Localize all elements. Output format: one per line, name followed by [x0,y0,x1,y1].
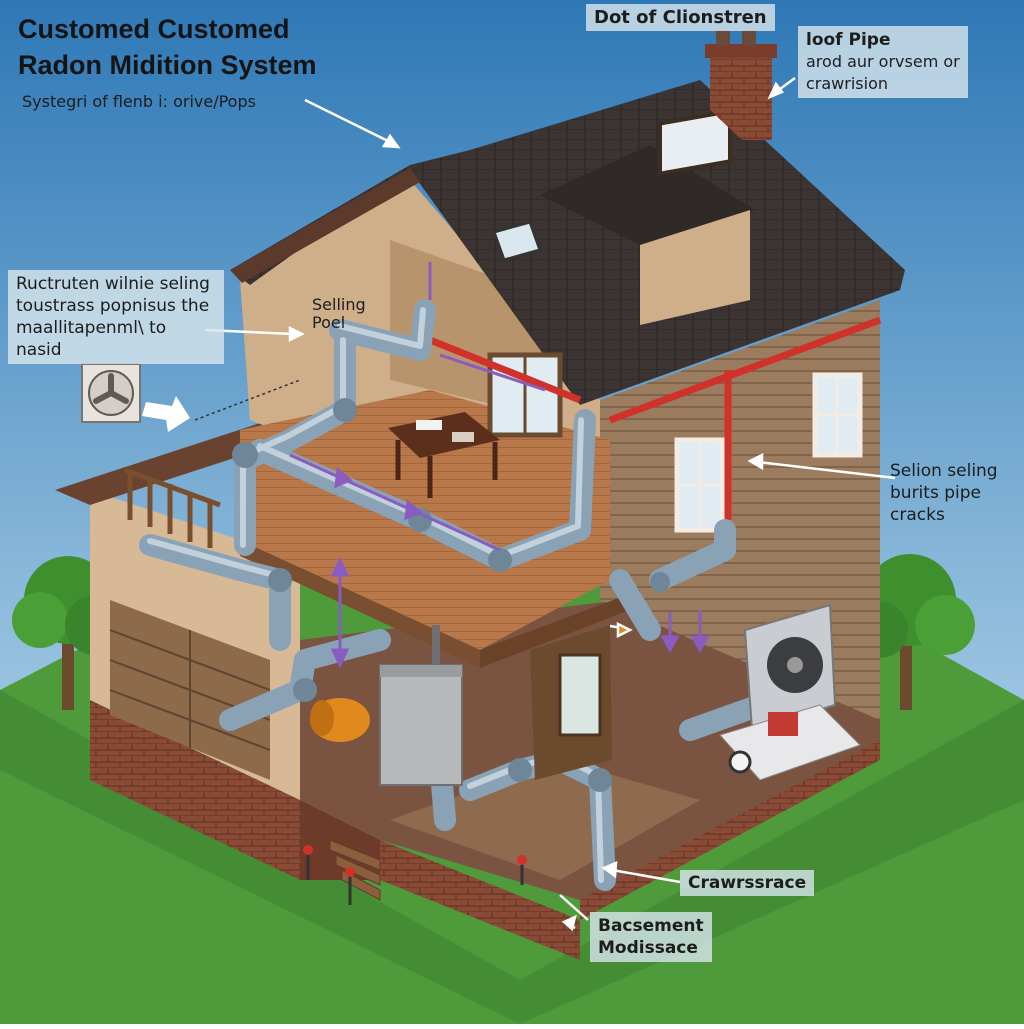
selling-pipe-label: Selling Poel [312,296,366,332]
window-right-upper [812,372,863,458]
radon-fan [310,698,370,742]
right-callout: Selion seling burits pipe cracks [890,460,998,526]
radon-test-markers [303,845,527,905]
chimney [705,30,777,140]
airflow-arrows [289,262,710,669]
dormer-window [658,108,732,176]
left-callout-line-2: toustrass popnisus the [16,296,210,316]
exhaust-fan-icon [81,363,141,423]
dormer-roof [540,145,755,245]
balcony-railing [124,467,221,548]
roof-pipe-line-3: crawrision [806,74,888,93]
roof-pipe-title: loof Pipe [806,30,891,50]
right-callout-line-3: cracks [890,505,945,525]
basement-line-2: Modissace [598,938,698,958]
pipe-fittings [232,398,670,792]
skylight [492,220,542,262]
callout-arrows [204,76,896,932]
basement-line-1: Bacsement [598,916,704,936]
basement-callout: Bacsement Modissace [590,912,712,962]
right-callout-line-1: Selion seling [890,461,998,481]
foundation-left [90,700,300,880]
diagram-title-line-2: Radon Midition System [18,50,317,80]
water-heater [379,625,463,786]
main-roof [230,80,905,405]
roof-pipe-callout: loof Pipe arod aur orvsem or crawrision [798,26,968,98]
table [388,412,500,498]
right-callout-line-2: burits pipe [890,483,981,503]
left-callout: Ructruten wilnie seling toustrass popnis… [8,270,224,364]
selling-pipe-line-2: Poel [312,313,346,332]
control-panel [719,704,861,781]
left-callout-line-3: maallitapenml\ to nasid [16,318,167,360]
red-pipe [428,316,882,520]
left-callout-line-1: Ructruten wilnie seling [16,274,210,294]
dormer-wall [640,210,750,325]
crawlspace-label: Crawrssrace [680,870,815,896]
basement-door [530,625,612,780]
diagram-title-line-1: Customed Customed [18,14,290,44]
window-right-lower [674,437,725,533]
roof-pipe-line-2: arod aur orvsem or [806,52,960,71]
diagram-subtitle: Systegri of flenb i: orive/Pops [22,92,256,111]
condenser-fan-unit [743,603,837,732]
chimney-label: Dot of Clionstren [586,4,775,31]
selling-pipe-line-1: Selling [312,295,366,314]
fan-pointer-arrow [142,396,190,432]
